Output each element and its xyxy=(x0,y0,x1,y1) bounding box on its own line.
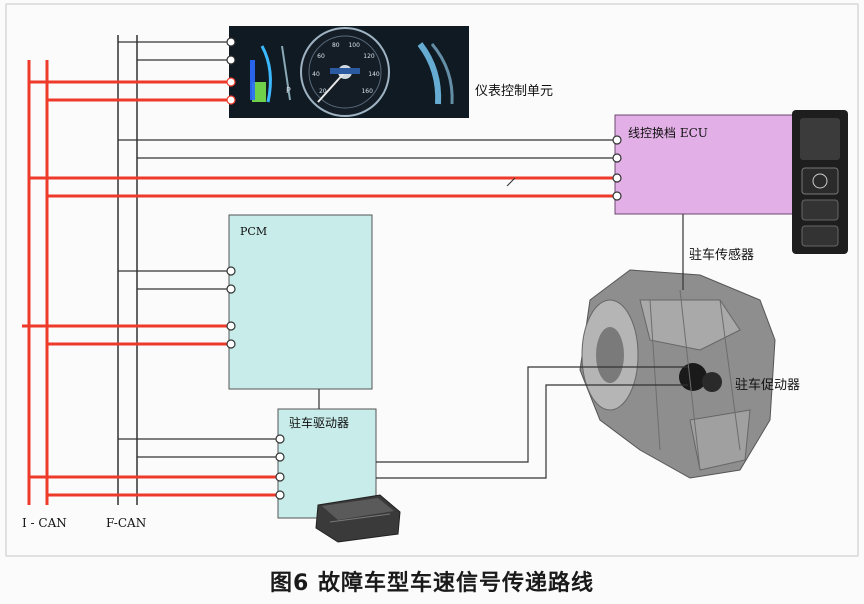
shift-ecu-label: 线控换档 ECU xyxy=(628,126,708,140)
gauge-tick-label: 120 xyxy=(363,53,375,60)
connector-nodes xyxy=(226,37,622,500)
transmission-image xyxy=(579,269,776,479)
gauge-tick-label: 80 xyxy=(332,42,340,49)
figure-caption: 图6 故障车型车速信号传递路线 xyxy=(270,571,594,596)
driver-to-actuator-wire-1 xyxy=(376,366,688,463)
shifter-panel-image xyxy=(792,110,848,254)
gauge-tick-label: 100 xyxy=(348,42,360,49)
pcm-box xyxy=(228,214,373,390)
instrument-cluster-label: 仪表控制单元 xyxy=(475,84,554,99)
parking-sensor-label: 驻车传感器 xyxy=(689,248,755,263)
gauge-tick-label: 40 xyxy=(312,71,320,78)
f-can-bus-label: F-CAN xyxy=(106,516,147,530)
gauge-tick-label: 140 xyxy=(368,71,380,78)
pcm-label: PCM xyxy=(240,225,268,238)
gauge-tick-label: 20 xyxy=(319,88,327,95)
i-can-bus-label: I - CAN xyxy=(22,516,67,530)
driver-to-actuator-wire-2 xyxy=(376,384,688,479)
parking-driver-module-image xyxy=(315,494,401,543)
parking-actuator-label: 驻车促动器 xyxy=(735,378,801,393)
gauge-tick-label: 160 xyxy=(361,88,373,95)
shift-ecu-box xyxy=(614,114,794,215)
gauge-p-indicator: P xyxy=(286,86,291,95)
parking-driver-label: 驻车驱动器 xyxy=(289,416,350,430)
gauge-tick-label: 60 xyxy=(317,53,325,60)
diagram-frame xyxy=(5,3,859,557)
